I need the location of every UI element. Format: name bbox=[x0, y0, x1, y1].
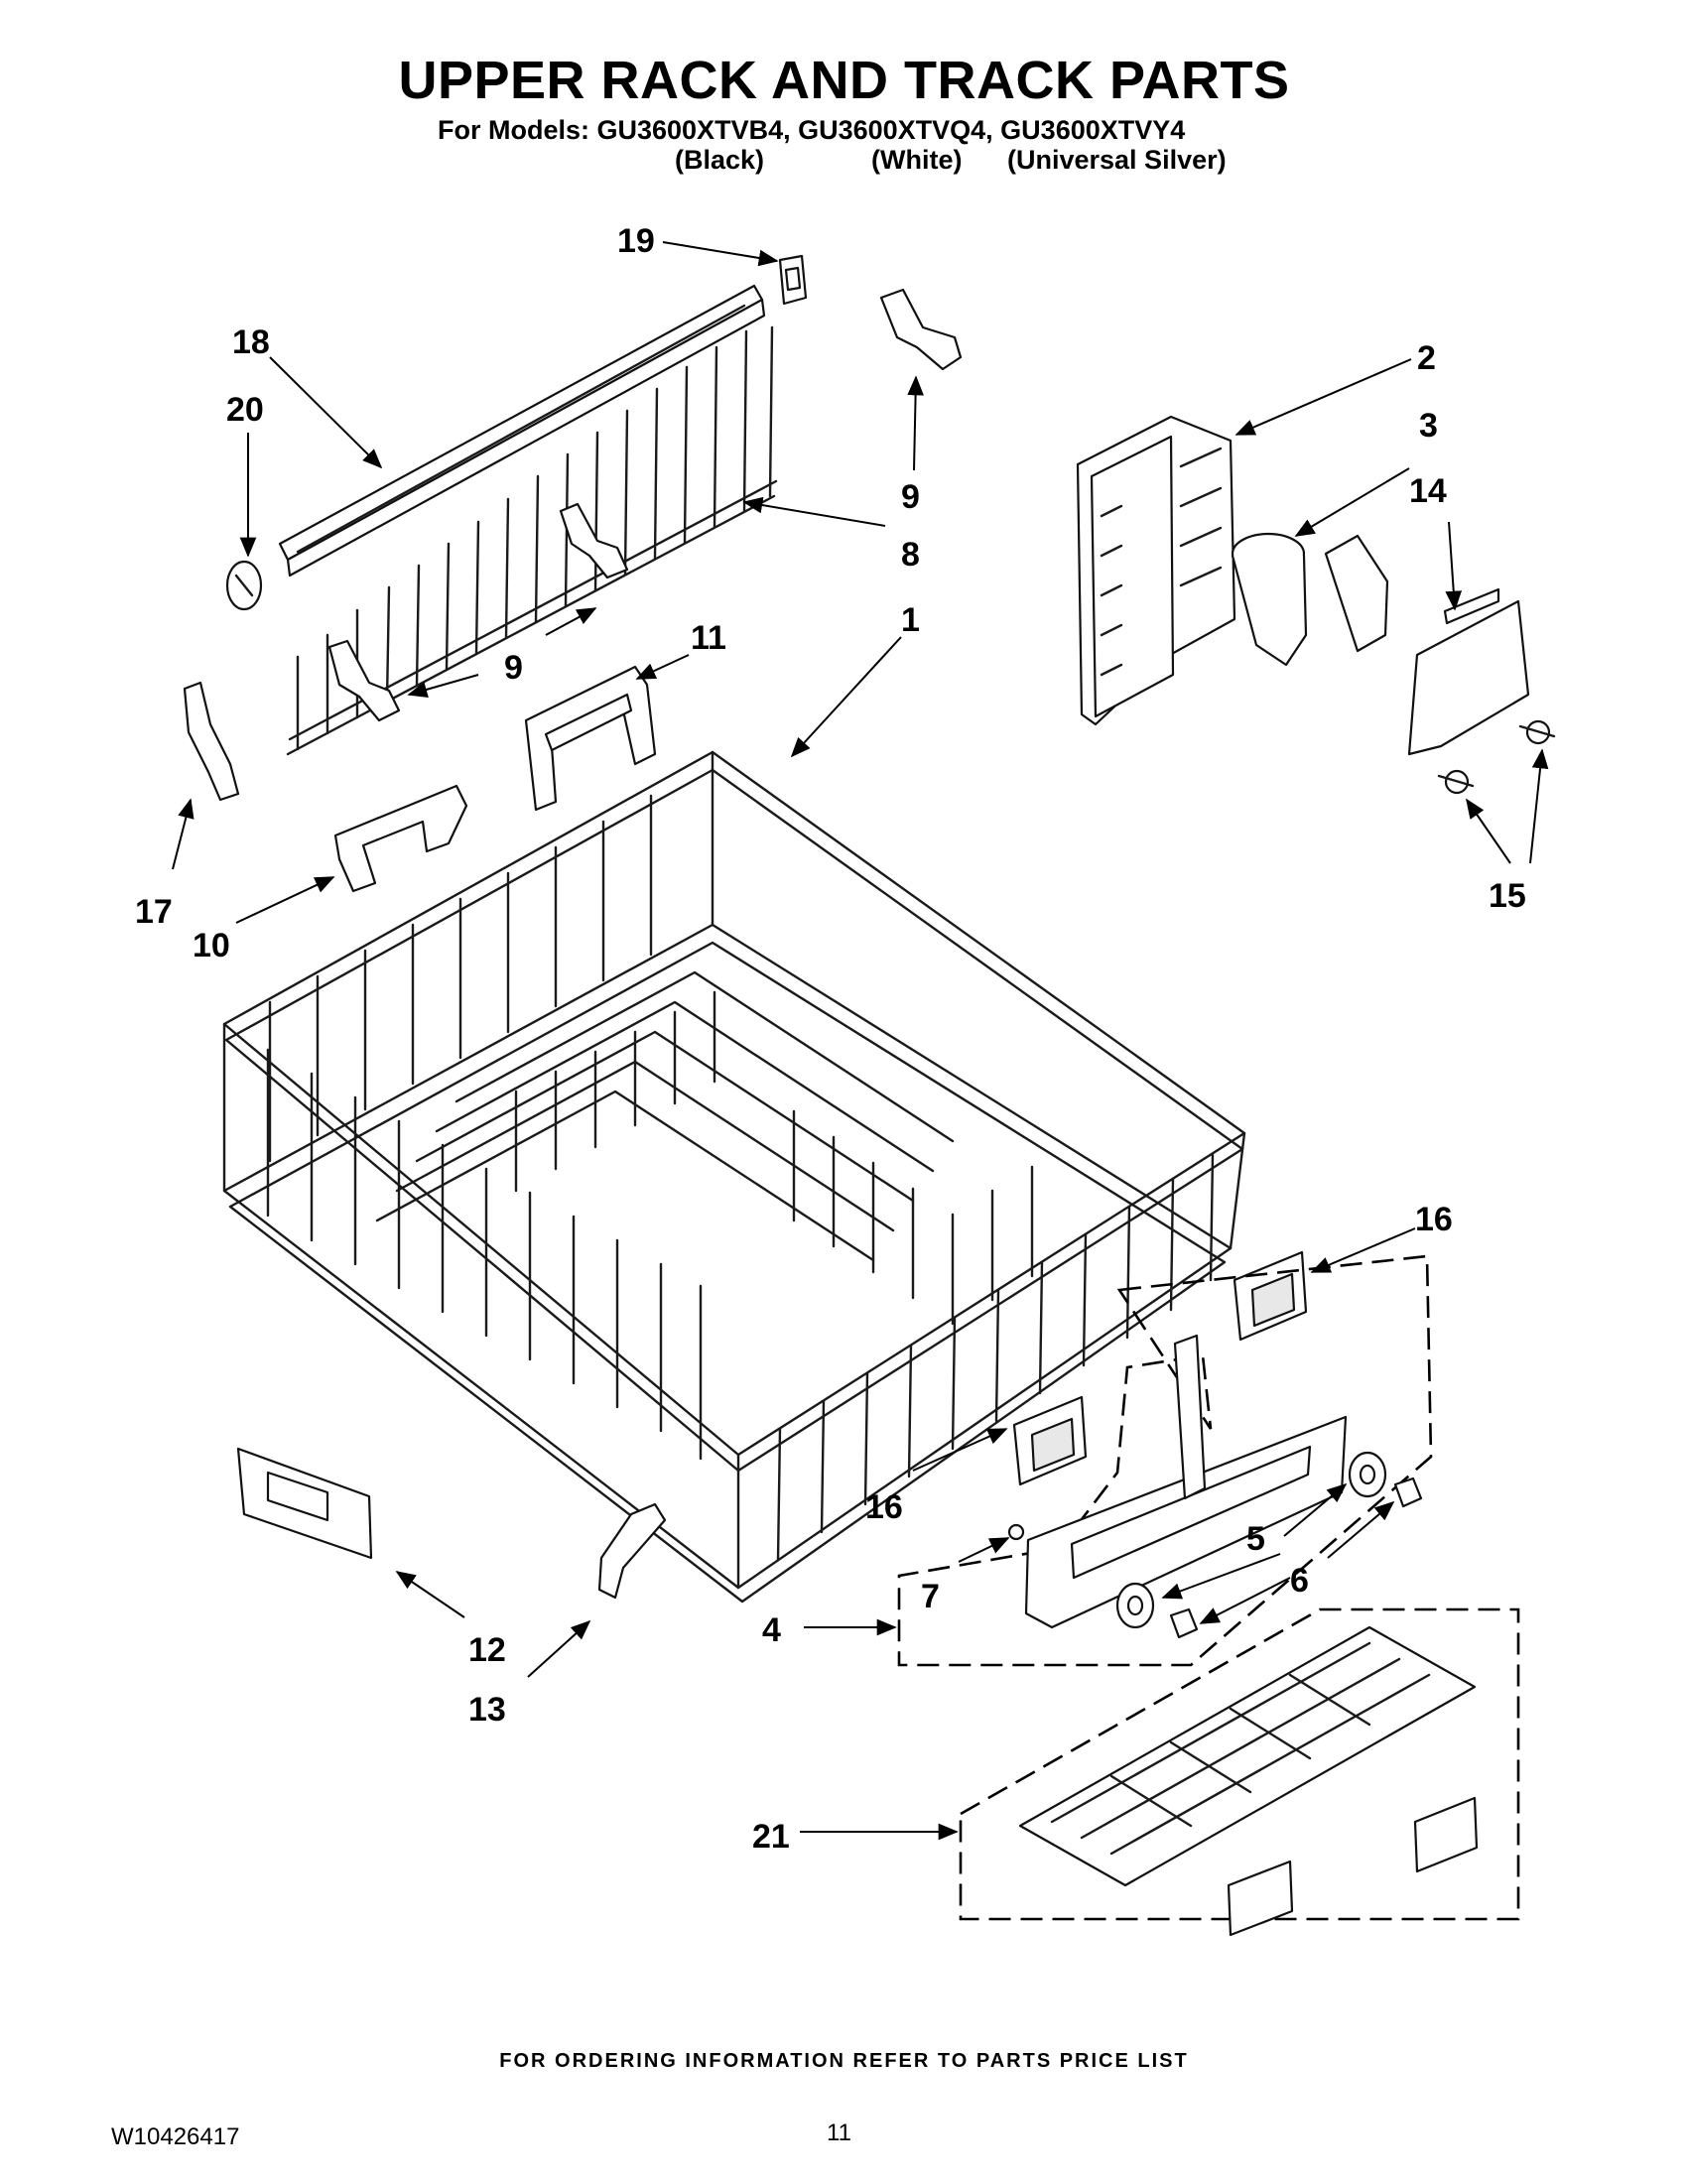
ordering-note: FOR ORDERING INFORMATION REFER TO PARTS … bbox=[499, 2050, 1189, 2072]
part-6-axle-upper bbox=[1393, 1477, 1423, 1508]
callout-15: 15 bbox=[1489, 877, 1526, 915]
part-10-clip bbox=[333, 784, 468, 893]
leader-7 bbox=[958, 1537, 1010, 1563]
variant-white: (White) bbox=[871, 145, 963, 175]
document-number: W10426417 bbox=[111, 2123, 240, 2150]
part-9-clip-middle bbox=[327, 502, 629, 722]
part-2-housing bbox=[1076, 415, 1236, 726]
leader-9-middle-b bbox=[407, 674, 479, 698]
leader-3 bbox=[1294, 467, 1410, 537]
leader-15-a bbox=[1529, 748, 1549, 864]
part-19-clip bbox=[778, 254, 808, 306]
models-line: For Models: GU3600XTVB4, GU3600XTVQ4, GU… bbox=[438, 115, 1186, 145]
leader-6-lower bbox=[1199, 1577, 1291, 1624]
part-21-outline bbox=[959, 1607, 1520, 1921]
page-number: 11 bbox=[827, 2120, 851, 2146]
callout-5: 5 bbox=[1246, 1520, 1265, 1558]
part-18-rail bbox=[278, 284, 766, 578]
callout-16-upper: 16 bbox=[1415, 1201, 1453, 1238]
leader-8 bbox=[742, 496, 886, 527]
leader-12 bbox=[395, 1571, 465, 1618]
part-21-tray bbox=[1018, 1625, 1477, 1887]
leader-19 bbox=[662, 241, 779, 267]
part-6-axle-lower bbox=[1169, 1607, 1199, 1639]
callout-12: 12 bbox=[468, 1631, 506, 1669]
callout-6: 6 bbox=[1290, 1562, 1309, 1600]
callout-8: 8 bbox=[901, 536, 920, 574]
part-16-stop-lower bbox=[1012, 1395, 1088, 1486]
part-21-clip-left bbox=[1227, 1860, 1294, 1937]
callout-19: 19 bbox=[617, 222, 655, 260]
part-21-clip-right bbox=[1413, 1796, 1479, 1873]
part-4-track bbox=[1024, 1334, 1348, 1629]
variant-black: (Black) bbox=[675, 145, 765, 175]
callout-21: 21 bbox=[752, 1818, 790, 1856]
callout-13: 13 bbox=[468, 1691, 506, 1729]
leader-14 bbox=[1445, 521, 1463, 611]
variant-universal-silver: (Universal Silver) bbox=[1007, 145, 1227, 175]
part-5-wheel-upper bbox=[1348, 1451, 1387, 1498]
callout-11: 11 bbox=[691, 619, 726, 657]
part-13-hook bbox=[597, 1502, 667, 1600]
callout-7: 7 bbox=[921, 1578, 940, 1615]
callout-4: 4 bbox=[762, 1611, 781, 1649]
part-1-rack-basket bbox=[222, 750, 1246, 1604]
leader-6-upper bbox=[1327, 1500, 1395, 1559]
leader-2 bbox=[1234, 358, 1412, 436]
callout-9-middle: 9 bbox=[504, 649, 523, 687]
page-title: UPPER RACK AND TRACK PARTS bbox=[398, 51, 1290, 110]
leader-5 bbox=[1283, 1482, 1348, 1537]
part-17-hook bbox=[183, 681, 240, 802]
leader-17 bbox=[172, 798, 195, 870]
callout-10: 10 bbox=[193, 927, 230, 964]
leader-15-b bbox=[1466, 798, 1511, 864]
part-5-wheel-lower bbox=[1115, 1582, 1155, 1629]
callout-3: 3 bbox=[1419, 407, 1438, 445]
leader-16-upper bbox=[1310, 1227, 1416, 1273]
part-4-outline bbox=[897, 1254, 1433, 1667]
callout-2: 2 bbox=[1417, 339, 1436, 377]
callout-20: 20 bbox=[226, 391, 264, 429]
part-14-plate bbox=[1407, 587, 1530, 756]
leader-11 bbox=[635, 654, 690, 680]
leader-9-upper bbox=[907, 375, 924, 471]
part-9-clip-upper bbox=[879, 288, 963, 371]
callout-16-lower: 16 bbox=[865, 1488, 903, 1526]
part-7-screw bbox=[1007, 1523, 1025, 1541]
leader-16-lower bbox=[912, 1428, 1008, 1472]
part-12-rail-end bbox=[236, 1447, 373, 1560]
part-16-stop-upper bbox=[1233, 1250, 1308, 1342]
callout-9-upper: 9 bbox=[901, 478, 920, 516]
leader-13 bbox=[527, 1619, 591, 1678]
callout-17: 17 bbox=[135, 893, 173, 931]
callout-1: 1 bbox=[901, 601, 920, 639]
part-11-bracket bbox=[524, 665, 657, 812]
leader-10 bbox=[235, 876, 335, 924]
part-20-cap bbox=[225, 560, 263, 611]
leader-1 bbox=[790, 636, 902, 758]
callout-14: 14 bbox=[1409, 472, 1447, 510]
part-3-spout bbox=[1231, 532, 1389, 667]
leader-5b bbox=[1161, 1553, 1281, 1600]
leader-18 bbox=[269, 356, 383, 469]
part-15-screws bbox=[1437, 719, 1556, 795]
leader-9-middle-a bbox=[545, 607, 597, 636]
callout-18: 18 bbox=[232, 323, 270, 361]
